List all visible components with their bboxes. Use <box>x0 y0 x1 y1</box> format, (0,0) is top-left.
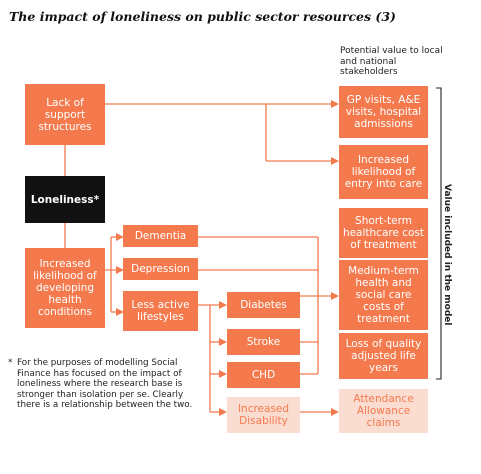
dementia-box: Dementia <box>123 225 198 247</box>
health-conditions-box: Increased likelihood of developing healt… <box>25 248 105 328</box>
footnote-star: * <box>8 358 13 368</box>
short-term-box: Short-term healthcare cost of treatment <box>339 208 428 258</box>
page-title: The impact of loneliness on public secto… <box>9 9 396 24</box>
depression-box: Depression <box>123 258 198 280</box>
disability-box: Increased Disability <box>227 397 300 433</box>
care-entry-box: Increased likelihood of entry into care <box>339 145 428 199</box>
stakeholder-caption: Potential value to local and national st… <box>340 46 443 77</box>
diabetes-box: Diabetes <box>227 292 300 318</box>
medium-term-box: Medium-term health and social care costs… <box>339 260 428 330</box>
value-included-label: Value included in the model <box>442 184 452 326</box>
chd-box: CHD <box>227 362 300 388</box>
less-active-box: Less active lifestyles <box>123 291 198 331</box>
loneliness-box: Loneliness* <box>25 176 105 223</box>
gp-visits-box: GP visits, A&E visits, hospital admissio… <box>339 86 428 138</box>
quality-life-box: Loss of quality adjusted life years <box>339 333 428 379</box>
footnote-text: For the purposes of modelling Social Fin… <box>17 358 193 410</box>
lack-of-support-box: Lack of support structures <box>25 84 105 145</box>
footnote: * For the purposes of modelling Social F… <box>8 358 197 411</box>
attendance-box: Attendance Allowance claims <box>339 389 428 433</box>
stroke-box: Stroke <box>227 329 300 355</box>
value-bracket <box>436 87 442 380</box>
